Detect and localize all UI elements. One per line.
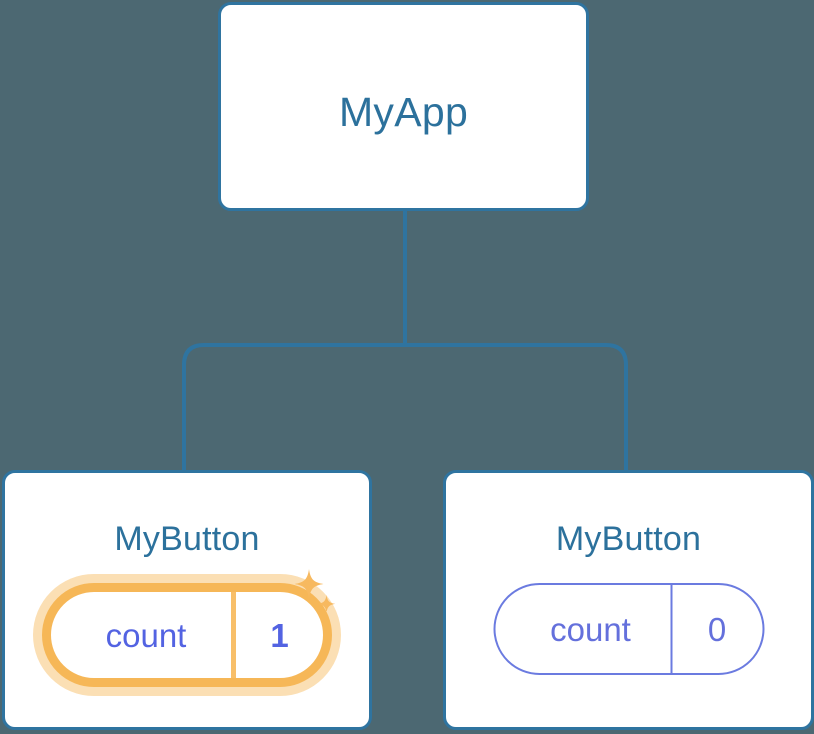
prop-pill-highlighted[interactable]: count 1: [42, 583, 332, 687]
node-myapp[interactable]: MyApp: [218, 2, 589, 211]
edge-branch-bus: [182, 343, 628, 470]
node-mybutton-left[interactable]: MyButton count 1: [2, 470, 372, 730]
node-title: MyApp: [338, 89, 469, 135]
node-title: MyButton: [114, 520, 260, 558]
prop-pill[interactable]: count 0: [493, 583, 764, 675]
prop-key: count: [105, 616, 187, 654]
prop-pill-wrapper: count 0: [493, 583, 764, 675]
prop-value: 0: [670, 585, 762, 673]
prop-value: 1: [231, 592, 323, 678]
node-title: MyButton: [555, 520, 702, 558]
prop-pill-wrapper: count 1: [42, 583, 332, 687]
node-mybutton-right[interactable]: MyButton count 0: [443, 470, 814, 730]
prop-key: count: [550, 610, 631, 648]
